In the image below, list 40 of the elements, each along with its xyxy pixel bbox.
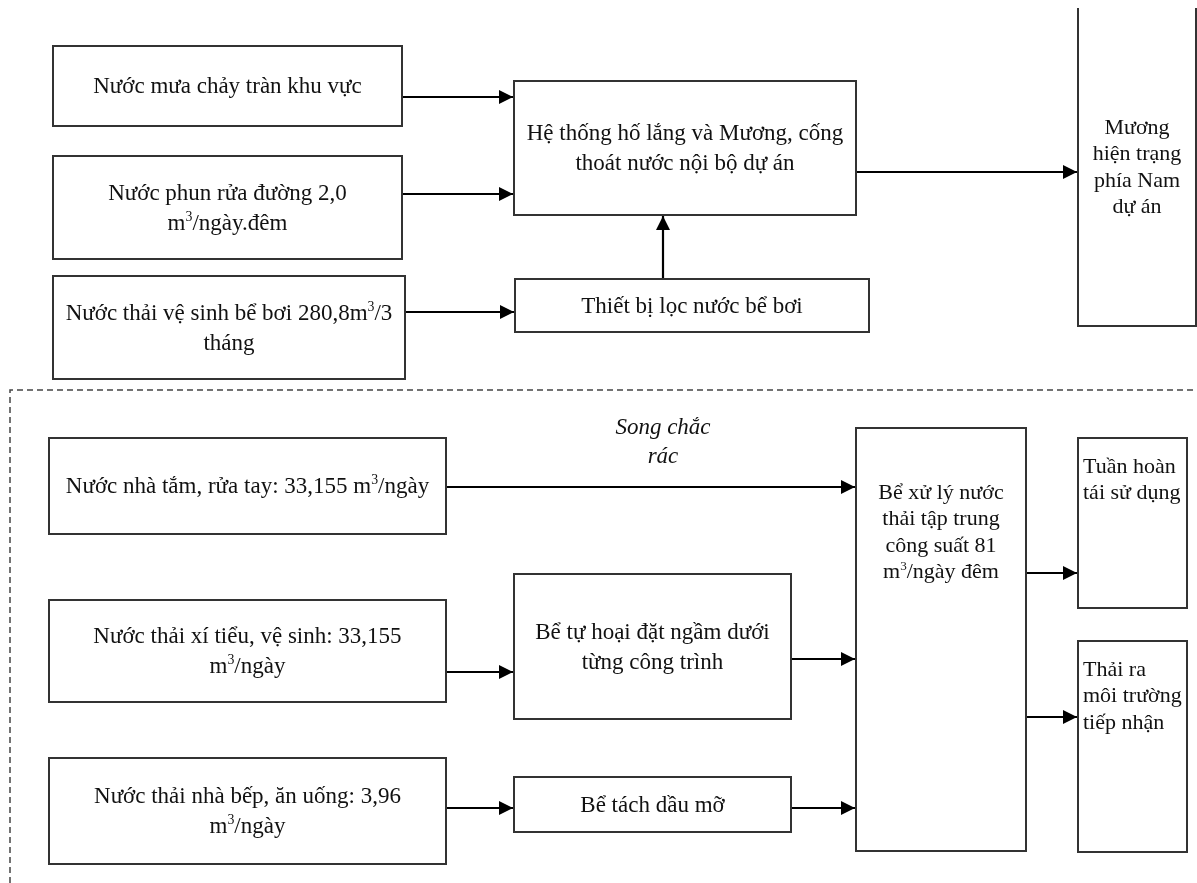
box-text: Nước thải nhà bếp, ăn uống: 3,96 m$^{3}$/ngày (93, 782, 402, 840)
process-box (514, 278, 870, 333)
arrow (406, 305, 514, 319)
process-box (52, 45, 403, 127)
box-text: Mương hiện trạng phía Nam dự án (1091, 113, 1183, 220)
process-box (48, 757, 447, 865)
arrow (403, 90, 513, 104)
box-text: Nước thải vệ sinh bể bơi 280,8m$^{3}$/3 tháng (64, 297, 394, 357)
arrow (792, 801, 855, 815)
arrow (1027, 710, 1077, 724)
box-text: Bể xử lý nước thải tập trung công suất 81 m$^{3}$/ngày đêm (877, 479, 1005, 585)
box-text: Tuần hoàn tái sử dụng (1082, 453, 1182, 506)
box-text: Bể tự hoại đặt ngầm dưới từng công trình (534, 617, 771, 676)
box-text: Thải ra môi trường tiếp nhận (1082, 656, 1183, 736)
process-box (52, 275, 406, 380)
arrow (447, 480, 855, 494)
arrow (792, 652, 855, 666)
process-box (1077, 437, 1188, 609)
process-box (1077, 640, 1188, 853)
box-text: Hệ thống hố lắng và Mương, cống thoát nước nội bộ dự án (525, 119, 845, 177)
process-box (513, 80, 857, 216)
process-box (513, 573, 792, 720)
arrow (1027, 566, 1077, 580)
box-text: Nước phun rửa đường 2,0 m$^{3}$/ngày.đêm (107, 178, 348, 237)
process-box (855, 427, 1027, 852)
box-text: Bể tách dầu mỡ (579, 790, 726, 819)
process-box (1077, 8, 1197, 327)
arrow (447, 801, 513, 815)
box-text: Nước thải xí tiểu, vệ sinh: 33,155 m$^{3}$/ngày (92, 622, 403, 680)
arrow (656, 216, 670, 278)
arrow (447, 665, 513, 679)
process-box (48, 437, 447, 535)
box-text: Nước nhà tắm, rửa tay: 33,155 m$^{3}$/ngày (64, 471, 431, 501)
process-box (48, 599, 447, 703)
box-text: Thiết bị lọc nước bể bơi (580, 291, 804, 320)
arrow (403, 187, 513, 201)
box-text: Nước mưa chảy tràn khu vực (92, 72, 363, 101)
process-box (52, 155, 403, 260)
arrow (857, 165, 1077, 179)
process-box (513, 776, 792, 833)
